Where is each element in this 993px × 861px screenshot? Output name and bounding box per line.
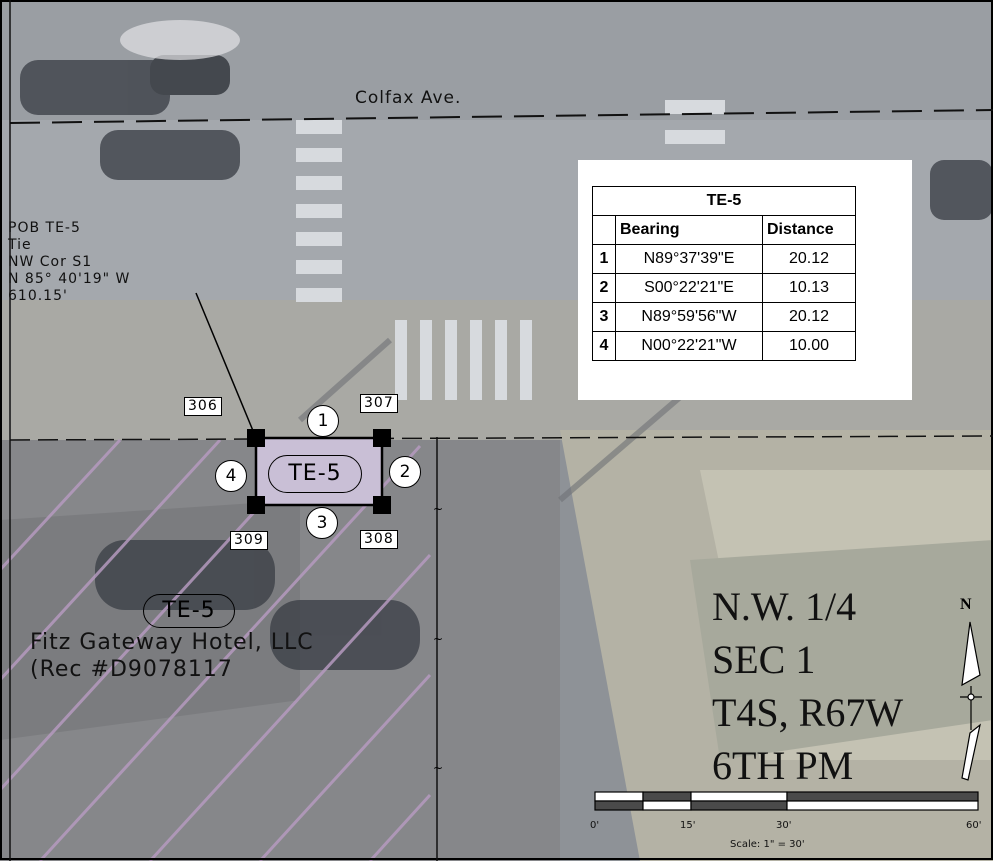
point-308: 308 xyxy=(360,530,398,549)
row-distance: 10.13 xyxy=(762,273,856,303)
row-number: 4 xyxy=(592,331,616,361)
svg-text:~: ~ xyxy=(433,761,443,775)
point-306: 306 xyxy=(184,397,222,416)
row-number: 1 xyxy=(592,244,616,274)
row-distance: 10.00 xyxy=(762,331,856,361)
table-row: 3 N89°59'56"W 20.12 xyxy=(592,302,856,332)
scale-bar xyxy=(594,791,979,811)
table-row: 2 S00°22'21"E 10.13 xyxy=(592,273,856,303)
table-corner-cell xyxy=(592,215,616,245)
course-3: 3 xyxy=(306,507,338,539)
north-arrow-shape xyxy=(960,621,982,781)
tie-line: NW Cor S1 xyxy=(8,254,93,270)
table-row: 1 N89°37'39"E 20.12 xyxy=(592,244,856,274)
street-label: Colfax Ave. xyxy=(355,88,462,108)
owner-reception: (Rec #D9078117 xyxy=(30,657,233,682)
row-bearing: N89°59'56"W xyxy=(615,302,763,332)
owner-parcel-tag: TE-5 xyxy=(143,594,235,628)
tie-line: 610.15' xyxy=(8,288,68,304)
pob-leader xyxy=(195,292,257,439)
scale-tick-30: 30' xyxy=(776,820,792,831)
section-label: N.W. 1/4 SEC 1 T4S, R67W 6TH PM xyxy=(712,580,903,792)
corner-308 xyxy=(373,496,391,514)
course-4: 4 xyxy=(215,460,247,492)
corner-306 xyxy=(247,429,265,447)
owner-name: Fitz Gateway Hotel, LLC xyxy=(30,630,314,655)
colfax-row-line xyxy=(9,109,993,124)
svg-text:~: ~ xyxy=(433,632,443,646)
owner-label: Fitz Gateway Hotel, LLC (Rec #D9078117 xyxy=(30,629,314,683)
tie-line: POB TE-5 xyxy=(8,220,81,236)
row-distance: 20.12 xyxy=(762,244,856,274)
row-number: 3 xyxy=(592,302,616,332)
header-distance: Distance xyxy=(762,215,856,245)
scale-note: Scale: 1" = 30' xyxy=(730,839,805,850)
row-bearing: N00°22'21"W xyxy=(615,331,763,361)
tie-line: Tie xyxy=(8,237,32,253)
course-table: TE-5 Bearing Distance 1 N89°37'39"E 20.1… xyxy=(592,186,856,361)
section-line: 6TH PM xyxy=(712,743,854,788)
course-2: 2 xyxy=(389,456,421,488)
point-309: 309 xyxy=(230,531,268,550)
svg-text:~: ~ xyxy=(433,502,443,516)
section-line: SEC 1 xyxy=(712,637,816,682)
course-1: 1 xyxy=(307,405,339,437)
point-307: 307 xyxy=(360,394,398,413)
pob-tie-note: POB TE-5 Tie NW Cor S1 N 85° 40'19" W 61… xyxy=(8,220,130,305)
row-bearing: S00°22'21"E xyxy=(615,273,763,303)
section-line: T4S, R67W xyxy=(712,690,904,735)
parcel-label: TE-5 xyxy=(268,455,362,493)
course-table-panel: TE-5 Bearing Distance 1 N89°37'39"E 20.1… xyxy=(578,160,912,400)
corner-307 xyxy=(373,429,391,447)
property-line xyxy=(9,435,993,441)
scale-tick-60: 60' xyxy=(966,820,982,831)
corner-309 xyxy=(247,496,265,514)
scale-tick-0: 0' xyxy=(590,820,600,831)
row-bearing: N89°37'39"E xyxy=(615,244,763,274)
row-number: 2 xyxy=(592,273,616,303)
north-arrow-label: N xyxy=(960,596,972,613)
scale-tick-15: 15' xyxy=(680,820,696,831)
row-distance: 20.12 xyxy=(762,302,856,332)
header-bearing: Bearing xyxy=(615,215,763,245)
table-title: TE-5 xyxy=(592,186,856,216)
section-line: N.W. 1/4 xyxy=(712,584,857,629)
table-row: 4 N00°22'21"W 10.00 xyxy=(592,331,856,361)
tie-line: N 85° 40'19" W xyxy=(8,271,131,287)
